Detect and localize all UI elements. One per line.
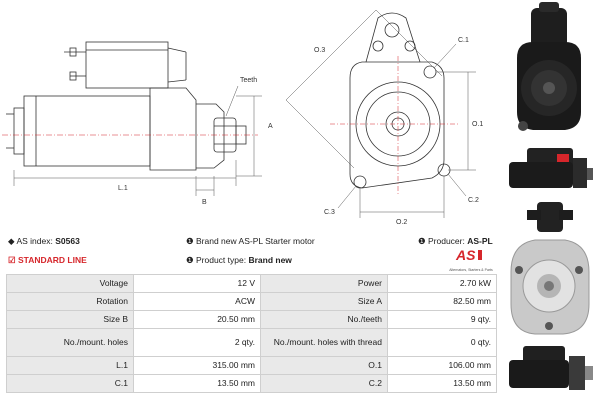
product-photo-side xyxy=(503,140,595,196)
spec-value: 106.00 mm xyxy=(387,356,497,375)
side-view-drawing: Teeth A B L.1 xyxy=(2,41,273,206)
brand-row: ❶ Brand new AS-PL Starter motor xyxy=(186,236,315,247)
dim-b-label: B xyxy=(202,199,207,206)
product-type-value: Brand new xyxy=(248,255,292,265)
producer-value: AS-PL xyxy=(467,236,493,246)
spec-key: C.1 xyxy=(6,374,134,393)
spec-key: Voltage xyxy=(6,274,134,293)
spec-key: No./mount. holes xyxy=(6,328,134,357)
product-photo-front xyxy=(503,2,595,138)
spec-key: No./teeth xyxy=(260,310,388,329)
product-type-row: ❶ Product type: Brand new xyxy=(186,255,292,266)
spec-value: 20.50 mm xyxy=(133,310,261,329)
spec-key: Size A xyxy=(260,292,388,311)
svg-text:AS: AS xyxy=(455,247,476,263)
as-logo-mark: AS xyxy=(455,247,482,263)
spec-key: O.1 xyxy=(260,356,388,375)
spec-value: 12 V xyxy=(133,274,261,293)
brand-text: Brand new AS-PL Starter motor xyxy=(196,236,315,246)
product-photo-flange xyxy=(503,200,595,340)
producer-label: Producer: xyxy=(428,236,465,246)
front-view-drawing: O.3 C.1 O.1 C.2 O.2 C.3 xyxy=(285,9,483,226)
spec-value: 13.50 mm xyxy=(387,374,497,393)
spec-key: L.1 xyxy=(6,356,134,375)
spec-value: 9 qty. xyxy=(387,310,497,329)
teeth-label: Teeth xyxy=(240,77,257,84)
checkbox-icon: ☑ xyxy=(8,255,16,265)
info-icon: ❶ xyxy=(418,236,426,246)
table-row: Rotation ACW Size A 82.50 mm xyxy=(6,292,497,311)
table-row: L.1 315.00 mm O.1 106.00 mm xyxy=(6,356,497,375)
product-photo-bottom xyxy=(503,340,595,398)
logo-tagline: Alternators, Starters & Parts xyxy=(449,268,493,272)
as-index-row: ◆ AS index: S0563 xyxy=(8,236,80,247)
standard-line-text: STANDARD LINE xyxy=(18,255,87,265)
standard-line-row: ☑ STANDARD LINE xyxy=(8,255,87,266)
spec-value: 2.70 kW xyxy=(387,274,497,293)
spec-value: 82.50 mm xyxy=(387,292,497,311)
as-index-label: AS index: xyxy=(16,236,53,246)
spec-value: 0 qty. xyxy=(387,328,497,357)
dim-a-label: A xyxy=(268,123,273,130)
dim-c1-label: C.1 xyxy=(458,37,469,44)
spec-value: 315.00 mm xyxy=(133,356,261,375)
product-type-label: Product type: xyxy=(196,255,247,265)
as-index-value: S0563 xyxy=(55,236,80,246)
as-logo: AS Alternators, Starters & Parts xyxy=(446,247,496,272)
table-row: Voltage 12 V Power 2.70 kW xyxy=(6,274,497,293)
table-row: No./mount. holes 2 qty. No./mount. holes… xyxy=(6,328,497,357)
spec-key: Rotation xyxy=(6,292,134,311)
spec-key: C.2 xyxy=(260,374,388,393)
info-icon: ❶ xyxy=(186,255,194,265)
spec-value: 13.50 mm xyxy=(133,374,261,393)
spec-key: No./mount. holes with thread xyxy=(260,328,388,357)
tag-icon: ◆ xyxy=(8,236,15,246)
spec-value: 2 qty. xyxy=(133,328,261,357)
dim-o2-label: O.2 xyxy=(396,219,407,226)
spec-key: Size B xyxy=(6,310,134,329)
spec-key: Power xyxy=(260,274,388,293)
dim-o1-label: O.1 xyxy=(472,121,483,128)
spec-value: ACW xyxy=(133,292,261,311)
producer-row: ❶ Producer: AS-PL xyxy=(418,236,493,247)
dim-l1-label: L.1 xyxy=(118,185,128,192)
info-icon: ❶ xyxy=(186,236,194,246)
dim-c2-label: C.2 xyxy=(468,197,479,204)
table-row: Size B 20.50 mm No./teeth 9 qty. xyxy=(6,310,497,329)
dim-c3-label: C.3 xyxy=(324,209,335,216)
dim-o3-label: O.3 xyxy=(314,47,325,54)
spec-table: Voltage 12 V Power 2.70 kW Rotation ACW … xyxy=(6,274,497,393)
table-row: C.1 13.50 mm C.2 13.50 mm xyxy=(6,374,497,393)
